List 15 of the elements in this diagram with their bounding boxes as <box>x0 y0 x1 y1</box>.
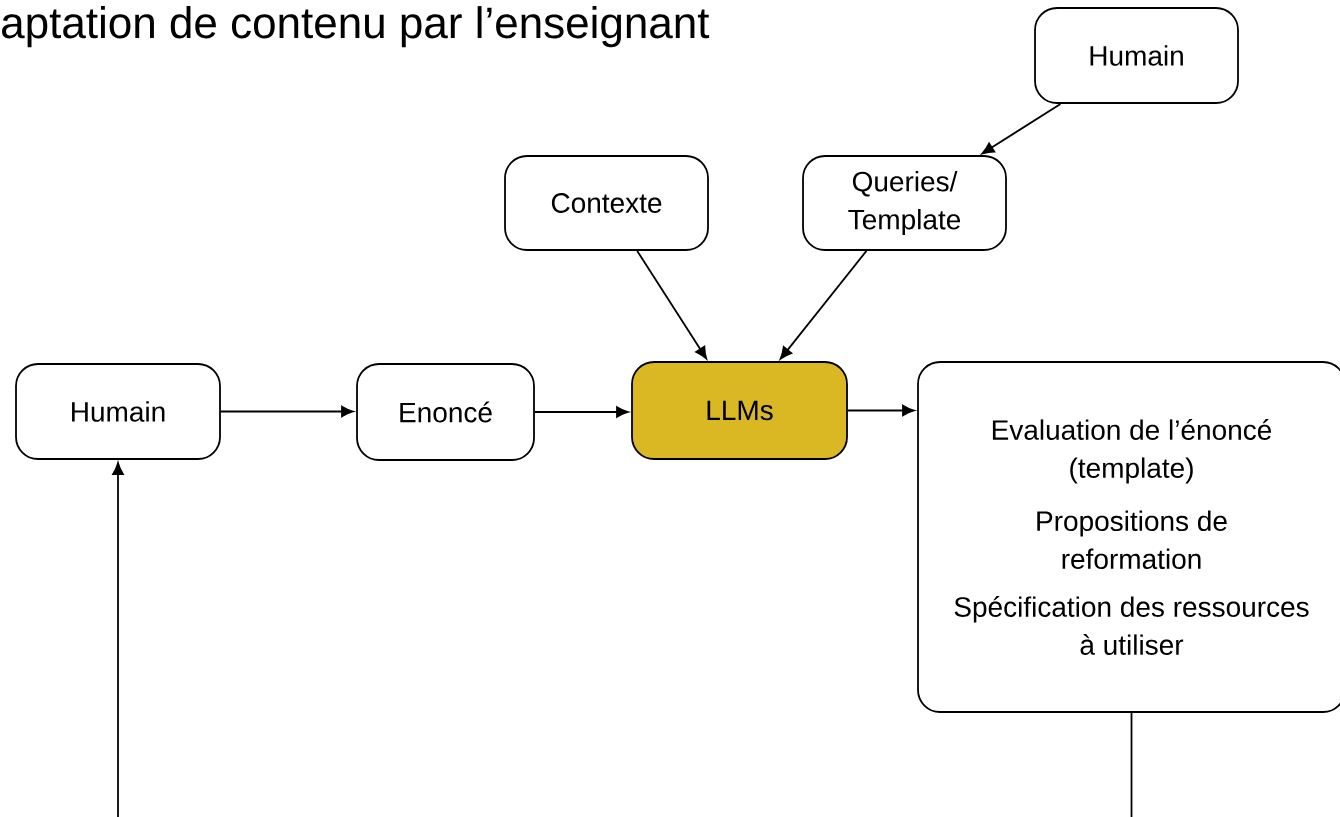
process-box: Humain <box>1034 7 1239 104</box>
title: aptation de contenu par l’enseignant <box>2 6 710 48</box>
arrow <box>534 406 629 418</box>
process-box: Enoncé <box>356 363 535 461</box>
process-box: LLMs <box>631 361 848 460</box>
process-box: Contexte <box>504 155 709 251</box>
arrow <box>779 250 868 360</box>
arrow <box>847 404 915 417</box>
output-box: Evaluation de l’énoncé (template) Propositions de reformation Spécification des ressources à utiliser <box>917 361 1340 713</box>
process-box: Humain <box>15 363 221 460</box>
arrow <box>981 103 1062 155</box>
arrow <box>636 250 708 360</box>
process-box: Queries/ Template <box>802 155 1007 251</box>
arrow <box>112 462 1133 817</box>
arrow <box>220 405 354 418</box>
